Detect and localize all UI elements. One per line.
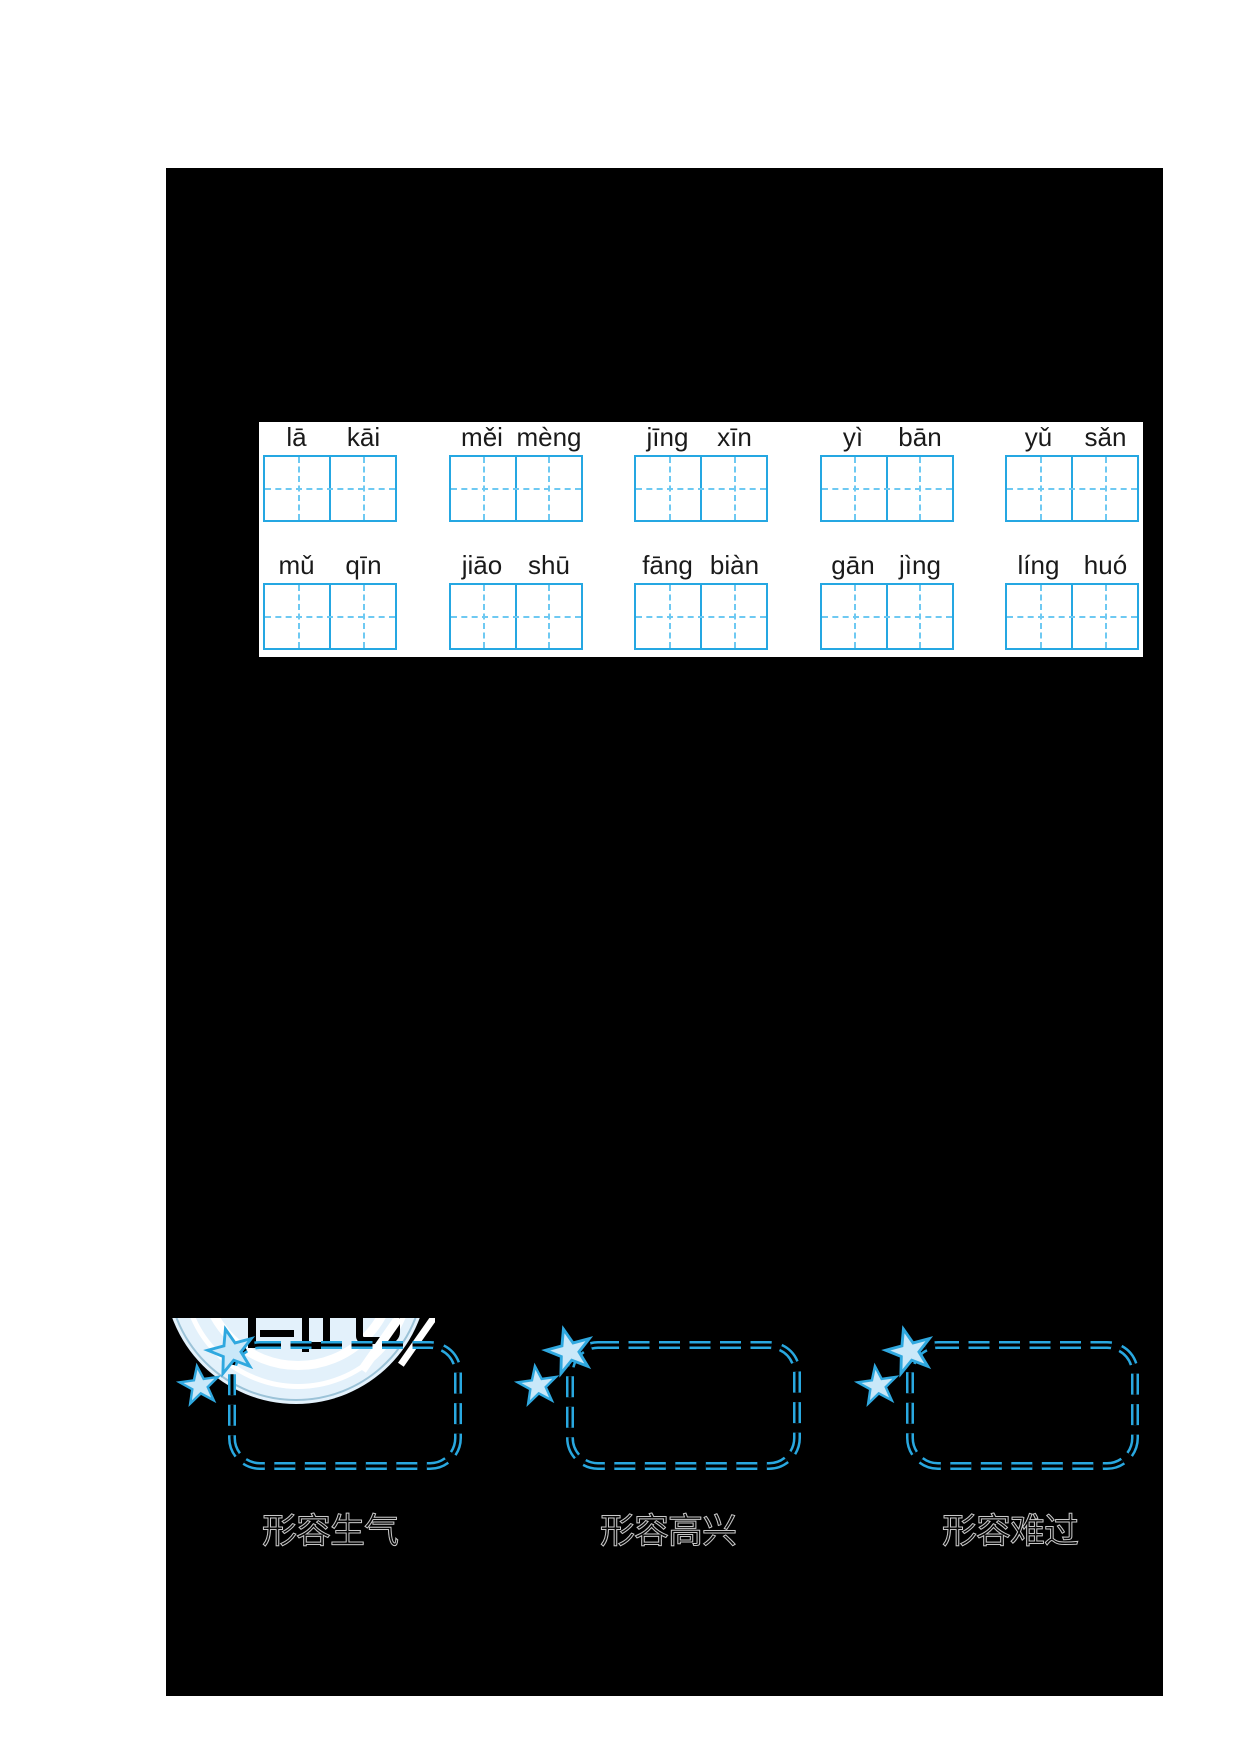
writing-grid bbox=[263, 455, 397, 522]
answer-box-label: 形容难过 bbox=[941, 1512, 1079, 1552]
star-icon bbox=[853, 1362, 900, 1407]
star-icon bbox=[175, 1362, 222, 1407]
answer-box-sad bbox=[853, 1325, 1140, 1471]
writing-grid bbox=[448, 583, 583, 650]
answer-box-happy bbox=[513, 1325, 802, 1471]
writing-grid bbox=[819, 583, 954, 650]
star-icon bbox=[541, 1325, 594, 1378]
answer-box-label: 形容高兴 bbox=[599, 1512, 737, 1552]
star-icon bbox=[203, 1325, 256, 1378]
writing-grid bbox=[448, 455, 583, 522]
writing-grid bbox=[1005, 455, 1139, 522]
writing-grid bbox=[634, 455, 768, 522]
dashed-box-border bbox=[906, 1341, 1139, 1470]
writing-grid bbox=[819, 455, 954, 522]
writing-grid bbox=[263, 583, 397, 650]
answer-box-angry bbox=[175, 1325, 463, 1471]
dashed-box-border bbox=[228, 1341, 462, 1470]
writing-grid bbox=[1005, 583, 1139, 650]
writing-grid bbox=[634, 583, 768, 650]
dashed-box-border bbox=[566, 1341, 801, 1470]
star-icon bbox=[881, 1325, 934, 1378]
star-icon bbox=[513, 1362, 560, 1407]
answer-box-label: 形容生气 bbox=[261, 1512, 399, 1552]
